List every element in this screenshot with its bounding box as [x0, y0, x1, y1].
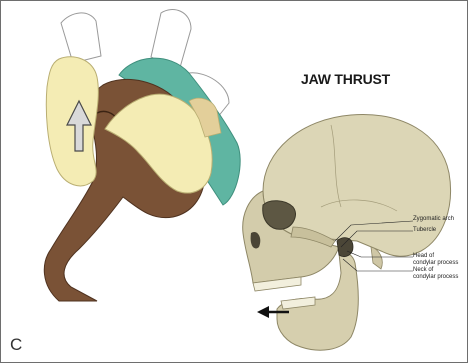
- label-neck-line-2: condylar process: [413, 274, 458, 281]
- label-neck-of-condylar-process: Neck of condylar process: [413, 267, 458, 280]
- patient-head-figure: [44, 10, 240, 301]
- panel-letter: C: [10, 335, 22, 355]
- label-head-of-condylar-process: Head of condylar process: [413, 253, 458, 266]
- left-sleeve: [61, 13, 101, 63]
- label-tubercle: Tubercle: [413, 227, 436, 234]
- label-head-line-2: condylar process: [413, 260, 458, 267]
- label-zygomatic-arch: Zygomatic arch: [413, 216, 454, 223]
- condylar-head: [337, 238, 353, 257]
- figure-title: JAW THRUST: [301, 71, 441, 87]
